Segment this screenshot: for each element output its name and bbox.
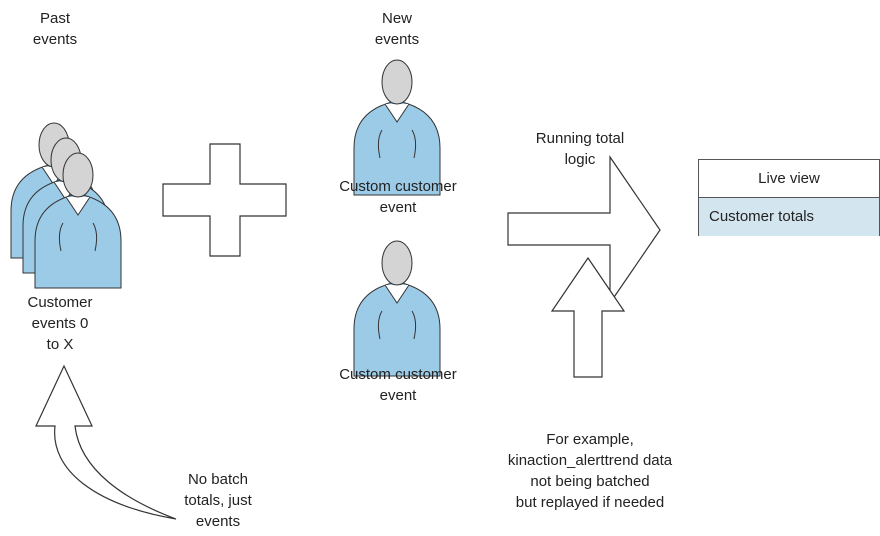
right-arrow-icon [507, 155, 661, 305]
past-events-people [10, 122, 122, 289]
customer-events-label: Customer events 0 to X [27, 294, 93, 353]
past-events-label: Past events [32, 10, 78, 48]
up-arrow-icon [550, 256, 626, 378]
person-icon [353, 59, 441, 196]
custom-event-label: Custom customer event [339, 178, 457, 216]
live-view-header: Live view [699, 160, 879, 198]
example-note: For example, kinaction_alerttrend data n… [507, 431, 673, 511]
running-total-label: Running total logic [535, 130, 625, 168]
plus-icon [162, 143, 287, 257]
customer-totals-row: Customer totals [699, 198, 879, 236]
new-events-label: New events [374, 10, 420, 48]
person-icon [353, 240, 441, 377]
live-view-table: Live view Customer totals [698, 159, 880, 236]
no-batch-note: No batch totals, just events [184, 471, 252, 530]
curved-up-arrow-icon [35, 364, 177, 520]
custom-event-label: Custom customer event [339, 366, 457, 404]
